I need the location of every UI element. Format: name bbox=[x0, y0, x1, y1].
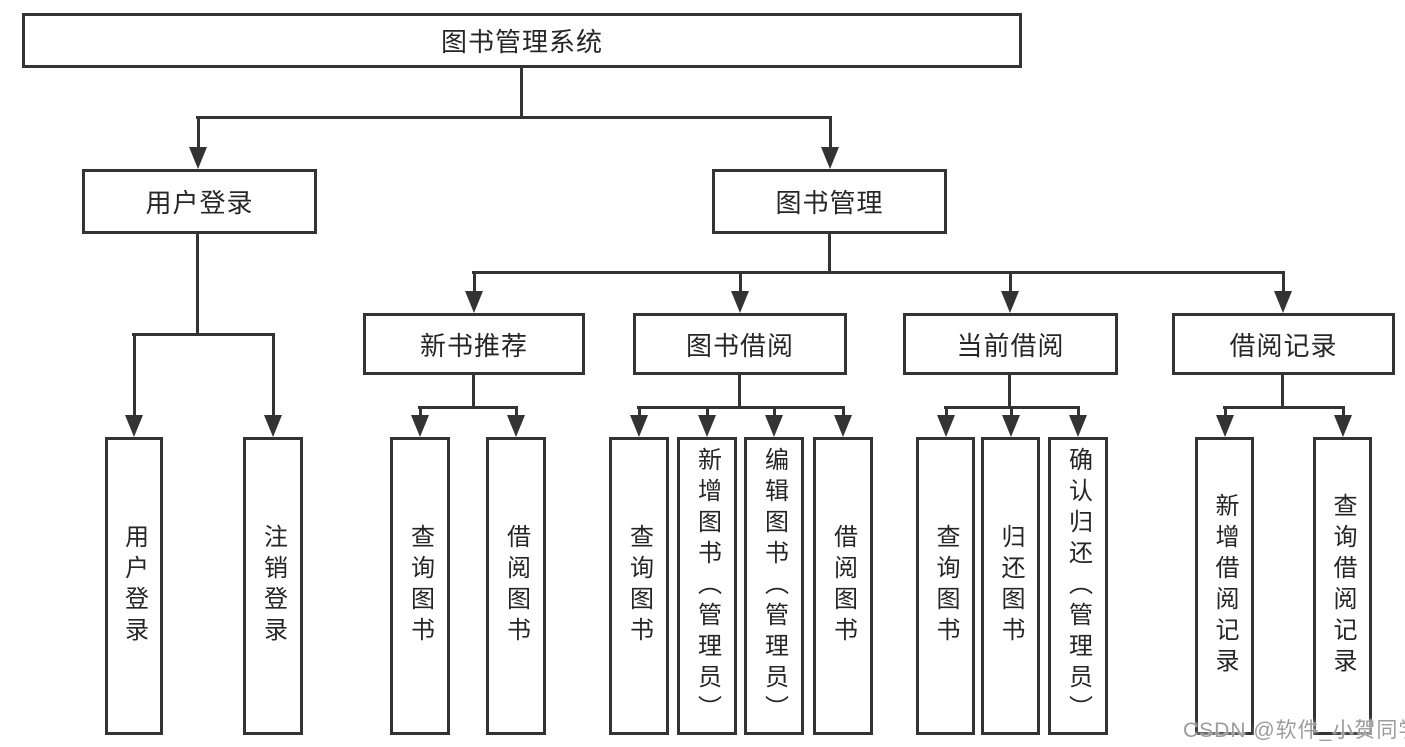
connector-user-login-bus bbox=[132, 333, 275, 336]
arrow-to-leaf bbox=[507, 408, 525, 437]
leaf-query-books: 查询图书 bbox=[609, 437, 669, 735]
connector-new-book-recommend-stem bbox=[472, 375, 475, 408]
leaf-label: 新增图书（管理员） bbox=[693, 446, 721, 726]
arrow-to-leaf-user-login bbox=[125, 335, 143, 437]
connector-book-borrow-stem bbox=[738, 375, 741, 408]
leaf-label: 查询图书 bbox=[932, 524, 959, 648]
leaf-add-borrow-record: 新增借阅记录 bbox=[1195, 437, 1254, 735]
connector-book-management-stem bbox=[828, 234, 831, 273]
arrow-to-current-borrow bbox=[1001, 273, 1019, 313]
arrow-to-leaf bbox=[698, 408, 716, 437]
connector-current-borrow-stem bbox=[1008, 375, 1011, 408]
node-label: 图书管理 bbox=[775, 188, 884, 218]
connector-borrow-record-stem bbox=[1281, 375, 1284, 408]
leaf-query-books: 查询图书 bbox=[390, 437, 450, 735]
node-borrow-record: 借阅记录 bbox=[1172, 313, 1395, 375]
arrow-to-leaf-logout bbox=[264, 335, 282, 437]
node-label: 新书推荐 bbox=[419, 330, 528, 361]
leaf-label: 新增借阅记录 bbox=[1211, 493, 1238, 679]
connector-book-borrow-bus bbox=[637, 406, 845, 409]
arrow-to-new-book-recommend bbox=[465, 273, 483, 313]
connector-user-login-stem bbox=[196, 234, 199, 335]
arrow-to-leaf bbox=[630, 408, 648, 437]
leaf-label: 查询借阅记录 bbox=[1329, 493, 1356, 679]
connector-current-borrow-bus bbox=[944, 406, 1080, 409]
leaf-edit-books-admin: 编辑图书（管理员） bbox=[744, 437, 804, 735]
leaf-label: 查询图书 bbox=[625, 524, 653, 648]
arrow-to-user-login bbox=[189, 118, 207, 169]
leaf-label: 借阅图书 bbox=[502, 524, 530, 648]
arrow-to-leaf bbox=[834, 408, 852, 437]
leaf-user-login: 用户登录 bbox=[105, 437, 163, 735]
arrow-to-leaf bbox=[1069, 408, 1087, 437]
arrow-to-leaf bbox=[411, 408, 429, 437]
node-label: 图书管理系统 bbox=[440, 27, 603, 57]
node-library-management-system: 图书管理系统 bbox=[22, 13, 1022, 68]
node-user-login: 用户登录 bbox=[82, 169, 317, 234]
arrow-to-leaf bbox=[1334, 408, 1352, 437]
connector-borrow-record-bus bbox=[1223, 406, 1345, 409]
node-label: 用户登录 bbox=[145, 188, 254, 218]
csdn-watermark: CSDN @软件_小贺同学 bbox=[1183, 719, 1405, 742]
leaf-query-borrow-record: 查询借阅记录 bbox=[1313, 437, 1372, 735]
leaf-label: 注销登录 bbox=[259, 524, 287, 648]
leaf-label: 用户登录 bbox=[120, 524, 148, 648]
leaf-label: 查询图书 bbox=[406, 524, 434, 648]
connector-root-stem bbox=[520, 68, 523, 118]
leaf-label: 借阅图书 bbox=[829, 524, 857, 648]
arrow-to-book-management bbox=[821, 118, 839, 169]
connector-book-management-bus bbox=[472, 271, 1285, 274]
leaf-return-books: 归还图书 bbox=[981, 437, 1040, 735]
leaf-label: 编辑图书（管理员） bbox=[760, 446, 788, 726]
arrow-to-leaf bbox=[765, 408, 783, 437]
leaf-borrow-books: 借阅图书 bbox=[486, 437, 546, 735]
connector-new-book-recommend-bus bbox=[418, 406, 518, 409]
leaf-borrow-books: 借阅图书 bbox=[813, 437, 873, 735]
node-current-borrow: 当前借阅 bbox=[903, 313, 1118, 375]
node-book-borrow: 图书借阅 bbox=[633, 313, 847, 375]
leaf-add-books-admin: 新增图书（管理员） bbox=[677, 437, 737, 735]
node-label: 借阅记录 bbox=[1229, 330, 1338, 361]
leaf-label: 确认归还（管理员） bbox=[1064, 446, 1092, 726]
arrow-to-book-borrow bbox=[731, 273, 749, 313]
arrow-to-borrow-record bbox=[1274, 273, 1292, 313]
arrow-to-leaf bbox=[1216, 408, 1234, 437]
leaf-logout: 注销登录 bbox=[243, 437, 303, 735]
arrow-to-leaf bbox=[1002, 408, 1020, 437]
node-label: 图书借阅 bbox=[685, 330, 794, 361]
node-label: 当前借阅 bbox=[956, 330, 1065, 361]
leaf-query-books: 查询图书 bbox=[916, 437, 975, 735]
connector-root-bus bbox=[196, 116, 832, 119]
node-new-book-recommend: 新书推荐 bbox=[363, 313, 585, 375]
arrow-to-leaf bbox=[937, 408, 955, 437]
node-book-management: 图书管理 bbox=[712, 169, 947, 234]
leaf-label: 归还图书 bbox=[997, 524, 1024, 648]
leaf-confirm-return-admin: 确认归还（管理员） bbox=[1048, 437, 1108, 735]
